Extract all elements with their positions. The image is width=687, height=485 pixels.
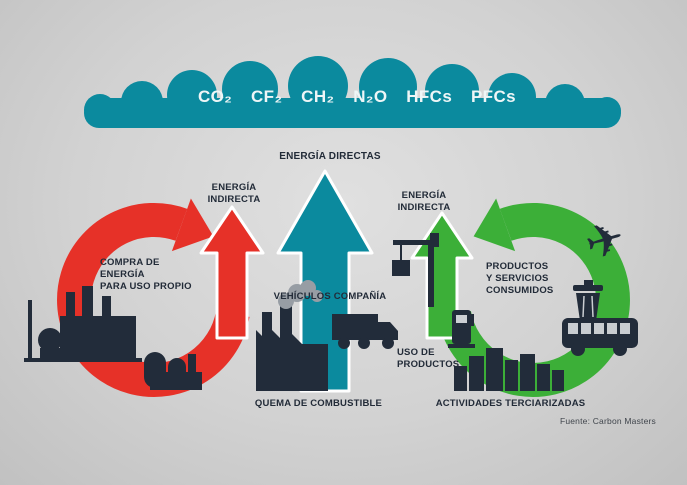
red-up-arrow bbox=[199, 205, 265, 340]
bus-icon bbox=[562, 318, 638, 356]
source-credit: Fuente: Carbon Masters bbox=[559, 416, 656, 426]
gas-label: HFCs bbox=[406, 87, 453, 106]
label-uso-productos: USO DE PRODUCTOS bbox=[397, 347, 460, 370]
factory-smokestack-icon bbox=[256, 306, 328, 391]
label-actividades-terciarizadas: ACTIVIDADES TERCIARIZADAS bbox=[435, 398, 586, 409]
cloud-gas-list: CO₂ CF₂ CH₂ N₂O HFCs PFCs bbox=[198, 84, 516, 110]
label-energia-indirecta-right: ENERGÍA INDIRECTA bbox=[397, 190, 451, 213]
emissions-cloud-icon bbox=[84, 56, 621, 128]
label-energia-directas: ENERGÍA DIRECTAS bbox=[279, 151, 381, 162]
gas-label: CF₂ bbox=[251, 87, 283, 106]
label-vehiculos-compania: VEHÍCULOS COMPAÑÍA bbox=[273, 291, 387, 302]
silhouettes-layer: ✈ bbox=[24, 209, 638, 391]
label-compra-energia: COMPRA DE ENERGÍA PARA USO PROPIO bbox=[100, 257, 192, 292]
factory-complex-icon bbox=[24, 286, 142, 362]
truck-icon bbox=[332, 314, 398, 349]
label-quema-combustible: QUEMA DE COMBUSTIBLE bbox=[254, 398, 383, 409]
crane-icon bbox=[392, 233, 439, 307]
trash-bin-icon bbox=[573, 280, 603, 321]
power-plant-icon bbox=[144, 352, 202, 390]
city-skyline-icon bbox=[454, 348, 564, 391]
label-energia-indirecta-left: ENERGÍA INDIRECTA bbox=[207, 182, 261, 205]
gas-label: PFCs bbox=[470, 87, 516, 106]
gas-label: CO₂ bbox=[198, 87, 233, 106]
label-productos-servicios: PRODUCTOS Y SERVICIOS CONSUMIDOS bbox=[486, 261, 554, 296]
gas-label: N₂O bbox=[353, 87, 388, 106]
fuel-pump-icon bbox=[448, 310, 475, 348]
smoke-icon bbox=[278, 280, 323, 309]
gas-label: CH₂ bbox=[301, 87, 335, 106]
